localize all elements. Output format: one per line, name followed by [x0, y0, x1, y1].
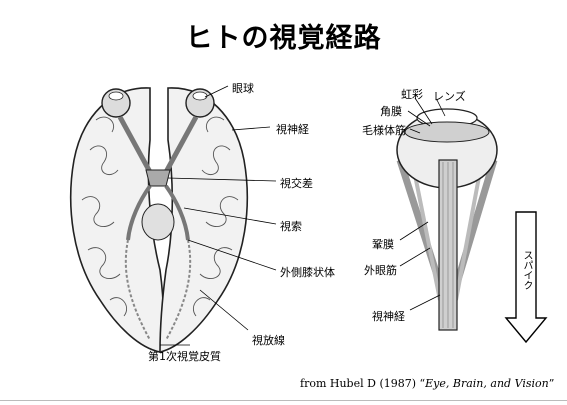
label-lgn: 外側膝状体	[280, 264, 335, 280]
label-sclera: 鞏膜	[372, 236, 394, 252]
label-optic-radiation: 視放線	[252, 332, 285, 348]
label-lens: レンズ	[433, 88, 466, 104]
credit-prefix: from Hubel D (1987) “	[300, 377, 425, 390]
label-optic-nerve: 視神経	[276, 121, 309, 137]
label-spike: スパイク	[518, 250, 534, 290]
label-v1: 第1次視覚皮質	[148, 348, 221, 364]
brain-illustration	[71, 88, 248, 352]
credit-suffix: ”	[549, 377, 555, 390]
credit-line: from Hubel D (1987) “Eye, Brain, and Vis…	[300, 377, 554, 390]
footer-divider	[0, 400, 567, 401]
eye-illustration	[397, 109, 497, 330]
credit-book-title: Eye, Brain, and Vision	[425, 377, 549, 390]
label-eye-optic-nerve: 視神経	[372, 308, 405, 324]
label-extraocular: 外眼筋	[364, 262, 397, 278]
label-eyeball: 眼球	[232, 80, 254, 96]
label-optic-chiasm: 視交差	[280, 175, 313, 191]
label-optic-tract: 視索	[280, 218, 302, 234]
label-iris: 虹彩	[401, 86, 423, 102]
label-ciliary: 毛様体筋	[362, 122, 406, 138]
label-cornea: 角膜	[380, 103, 402, 119]
